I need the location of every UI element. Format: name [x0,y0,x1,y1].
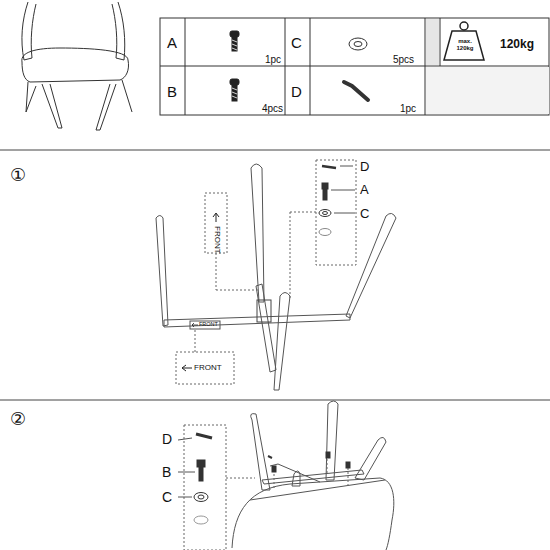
leader-lines [176,160,356,384]
quantity: 5pcs [393,55,414,65]
screw-icon [230,31,239,101]
front-tag: FRONT [194,364,222,372]
step-number: ② [10,410,26,428]
callout-letter: B [162,465,171,479]
washer-icon [349,38,367,50]
chair-upside-down [232,401,394,550]
part-letter: B [167,84,177,99]
part-letter: C [291,35,302,50]
weight-limit: 120kg [500,38,534,50]
leg-frame [156,164,396,390]
callout-letter: A [360,183,369,196]
quantity: 1pc [265,55,281,65]
callout-letter: C [360,207,369,220]
front-tag: FRONT [199,322,218,328]
quantity: 4pcs [262,104,283,114]
step-number: ① [10,166,26,184]
quantity: 1pc [400,104,416,114]
chair-sketch [22,2,132,130]
part-letter: D [291,84,302,99]
parts-table [160,18,549,115]
part-letter: A [167,35,177,50]
front-tag: FRONT [213,226,221,254]
weight-limit: max. 120kg [452,38,478,51]
callout-letter: D [360,160,369,173]
weight-icon [444,22,484,60]
hex-key-icon [344,82,368,100]
callout-letter: D [162,432,172,446]
callout-letter: C [162,490,172,504]
